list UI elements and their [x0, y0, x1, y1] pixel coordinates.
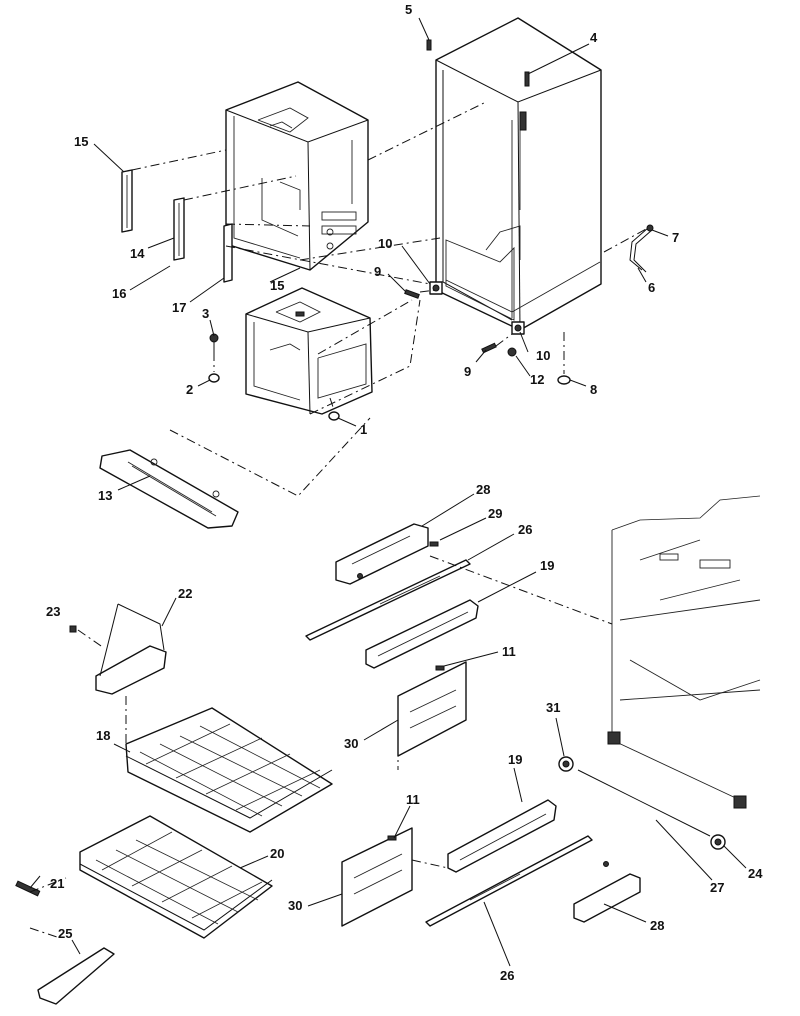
- callout-28-top: 28: [476, 482, 490, 497]
- strip-part-15-upper: [121, 169, 133, 233]
- strip-part-14: [173, 197, 185, 261]
- callout-20: 20: [270, 846, 284, 861]
- hinge-roller-part-10-right: [511, 321, 525, 335]
- washer-part-8: [557, 375, 571, 385]
- grille-part-13: [99, 449, 239, 529]
- callout-24: 24: [748, 866, 763, 881]
- callout-4: 4: [590, 30, 598, 45]
- screw-part-4: [524, 71, 530, 87]
- screw-part-9-right: [481, 342, 497, 354]
- tube-part-6: [629, 227, 653, 273]
- callout-3: 3: [202, 306, 209, 321]
- callout-18: 18: [96, 728, 110, 743]
- wire-basket-part-18: [125, 707, 333, 833]
- callout-30-top: 30: [344, 736, 358, 751]
- callout-13: 13: [98, 488, 112, 503]
- callout-19-top: 19: [540, 558, 554, 573]
- callout-23: 23: [46, 604, 60, 619]
- gear-part-24: [710, 834, 726, 850]
- callout-25: 25: [58, 926, 72, 941]
- callout-30-bottom: 30: [288, 898, 302, 913]
- nut-part-12: [507, 347, 517, 357]
- callout-11-top: 11: [502, 644, 516, 659]
- leader-lines: [29, 17, 747, 967]
- callout-19-bottom: 19: [508, 752, 522, 767]
- callout-21: 21: [50, 876, 64, 891]
- lower-compartment: [245, 287, 373, 415]
- callout-14: 14: [130, 246, 145, 261]
- callout-6: 6: [648, 280, 655, 295]
- divider-part-25: [37, 947, 115, 1005]
- callout-9-left: 9: [374, 264, 381, 279]
- strip-part-17: [223, 223, 233, 283]
- callout-10-right: 10: [536, 348, 550, 363]
- callout-9-right: 9: [464, 364, 471, 379]
- callout-15-bottom: 15: [270, 278, 284, 293]
- callout-17: 17: [172, 300, 186, 315]
- rail-part-19-upper: [365, 599, 479, 669]
- screw-part-5: [426, 39, 432, 51]
- rail-bracket-part-28-upper: [335, 523, 429, 585]
- cabinet-shell: [435, 17, 602, 331]
- shelf-part-22: [95, 603, 167, 695]
- slide-part-26-upper: [305, 559, 471, 641]
- screw-part-11-upper: [435, 665, 445, 671]
- assembly-lines: [29, 101, 649, 939]
- callout-11-bottom: 11: [406, 792, 420, 807]
- callout-26-bottom: 26: [500, 968, 514, 983]
- slide-part-26-lower: [425, 835, 593, 927]
- callout-28-bottom: 28: [650, 918, 664, 933]
- callout-27: 27: [710, 880, 724, 895]
- screw-part-11-lower: [387, 835, 397, 841]
- bracket-part-30-lower: [341, 827, 413, 927]
- callout-12: 12: [530, 372, 544, 387]
- bracket-part-30-upper: [397, 661, 467, 757]
- callout-10-left: 10: [378, 236, 392, 251]
- hinge-roller-part-10-left: [429, 281, 443, 295]
- callout-31: 31: [546, 700, 560, 715]
- screw-part-9-left: [404, 289, 420, 299]
- callout-15-top: 15: [74, 134, 88, 149]
- callout-29: 29: [488, 506, 502, 521]
- upper-compartment: [225, 81, 369, 271]
- callout-26-top: 26: [518, 522, 532, 537]
- callout-22: 22: [178, 586, 192, 601]
- callout-8: 8: [590, 382, 597, 397]
- screw-part-29: [429, 541, 439, 547]
- gear-part-31: [558, 756, 574, 772]
- handle-part-21: [15, 880, 41, 897]
- callout-5: 5: [405, 2, 412, 17]
- rail-bracket-part-28-lower: [573, 861, 641, 923]
- screw-part-23: [69, 625, 77, 633]
- callout-2: 2: [186, 382, 193, 397]
- wire-basket-part-20: [79, 815, 273, 939]
- callout-16: 16: [112, 286, 126, 301]
- rail-part-19-lower: [447, 799, 557, 873]
- screw-part-7: [646, 224, 654, 232]
- callout-7: 7: [672, 230, 679, 245]
- callout-1: 1: [360, 422, 367, 437]
- fastener-part-3: [209, 333, 219, 352]
- shaft-part-27: [577, 769, 711, 837]
- clip-part-1: [328, 411, 340, 421]
- interior-view: [607, 495, 761, 809]
- clip-part-2: [208, 373, 220, 383]
